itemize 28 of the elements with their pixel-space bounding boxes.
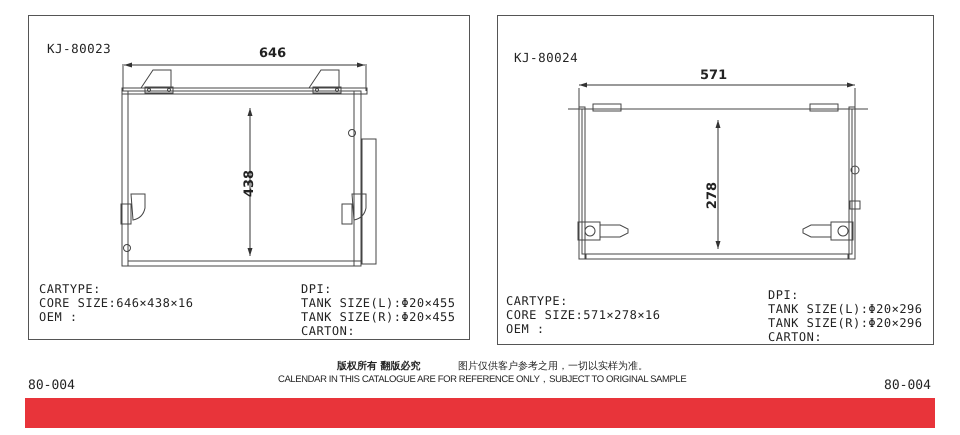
disclaimer-note: CALENDAR IN THIS CATALOGUE ARE FOR REFERENCE ONLY，SUBJECT TO ORIGINAL SAMPLE bbox=[278, 373, 686, 386]
spec-line: CARTYPE: bbox=[506, 294, 568, 308]
spec-line: CARTON: bbox=[768, 330, 822, 344]
spec-line: OEM : bbox=[39, 310, 78, 324]
disclaimer-note: 图片仅供客户参考之用，一切以实样为准。 bbox=[458, 360, 648, 373]
spec-line: CORE SIZE:646×438×16 bbox=[39, 296, 194, 310]
copyright-note: 版权所有 翻版必究 bbox=[337, 360, 420, 373]
spec-line: OEM : bbox=[506, 322, 545, 336]
product-panel bbox=[497, 15, 934, 345]
spec-line: CARTYPE: bbox=[39, 282, 101, 296]
page-number: 80-004 bbox=[884, 378, 931, 393]
spec-line: DPI: bbox=[768, 288, 799, 302]
spec-line: TANK SIZE(L):Φ20×455 bbox=[301, 296, 456, 310]
footer-band bbox=[25, 398, 935, 428]
dimension-label: 646 bbox=[259, 46, 286, 61]
page-number: 80-004 bbox=[28, 378, 75, 393]
spec-line: CORE SIZE:571×278×16 bbox=[506, 308, 660, 322]
spec-line: TANK SIZE(L):Φ20×296 bbox=[768, 302, 922, 316]
spec-line: TANK SIZE(R):Φ20×296 bbox=[768, 316, 922, 330]
part-number: KJ-80023 bbox=[47, 41, 112, 56]
part-number: KJ-80024 bbox=[514, 50, 578, 65]
dimension-label: 278 bbox=[705, 182, 720, 210]
dimension-label: 571 bbox=[700, 68, 728, 83]
spec-line: DPI: bbox=[301, 282, 332, 296]
dimension-label: 438 bbox=[242, 170, 258, 198]
spec-line: CARTON: bbox=[301, 324, 356, 338]
spec-line: TANK SIZE(R):Φ20×455 bbox=[301, 310, 456, 324]
product-panel bbox=[28, 15, 470, 340]
